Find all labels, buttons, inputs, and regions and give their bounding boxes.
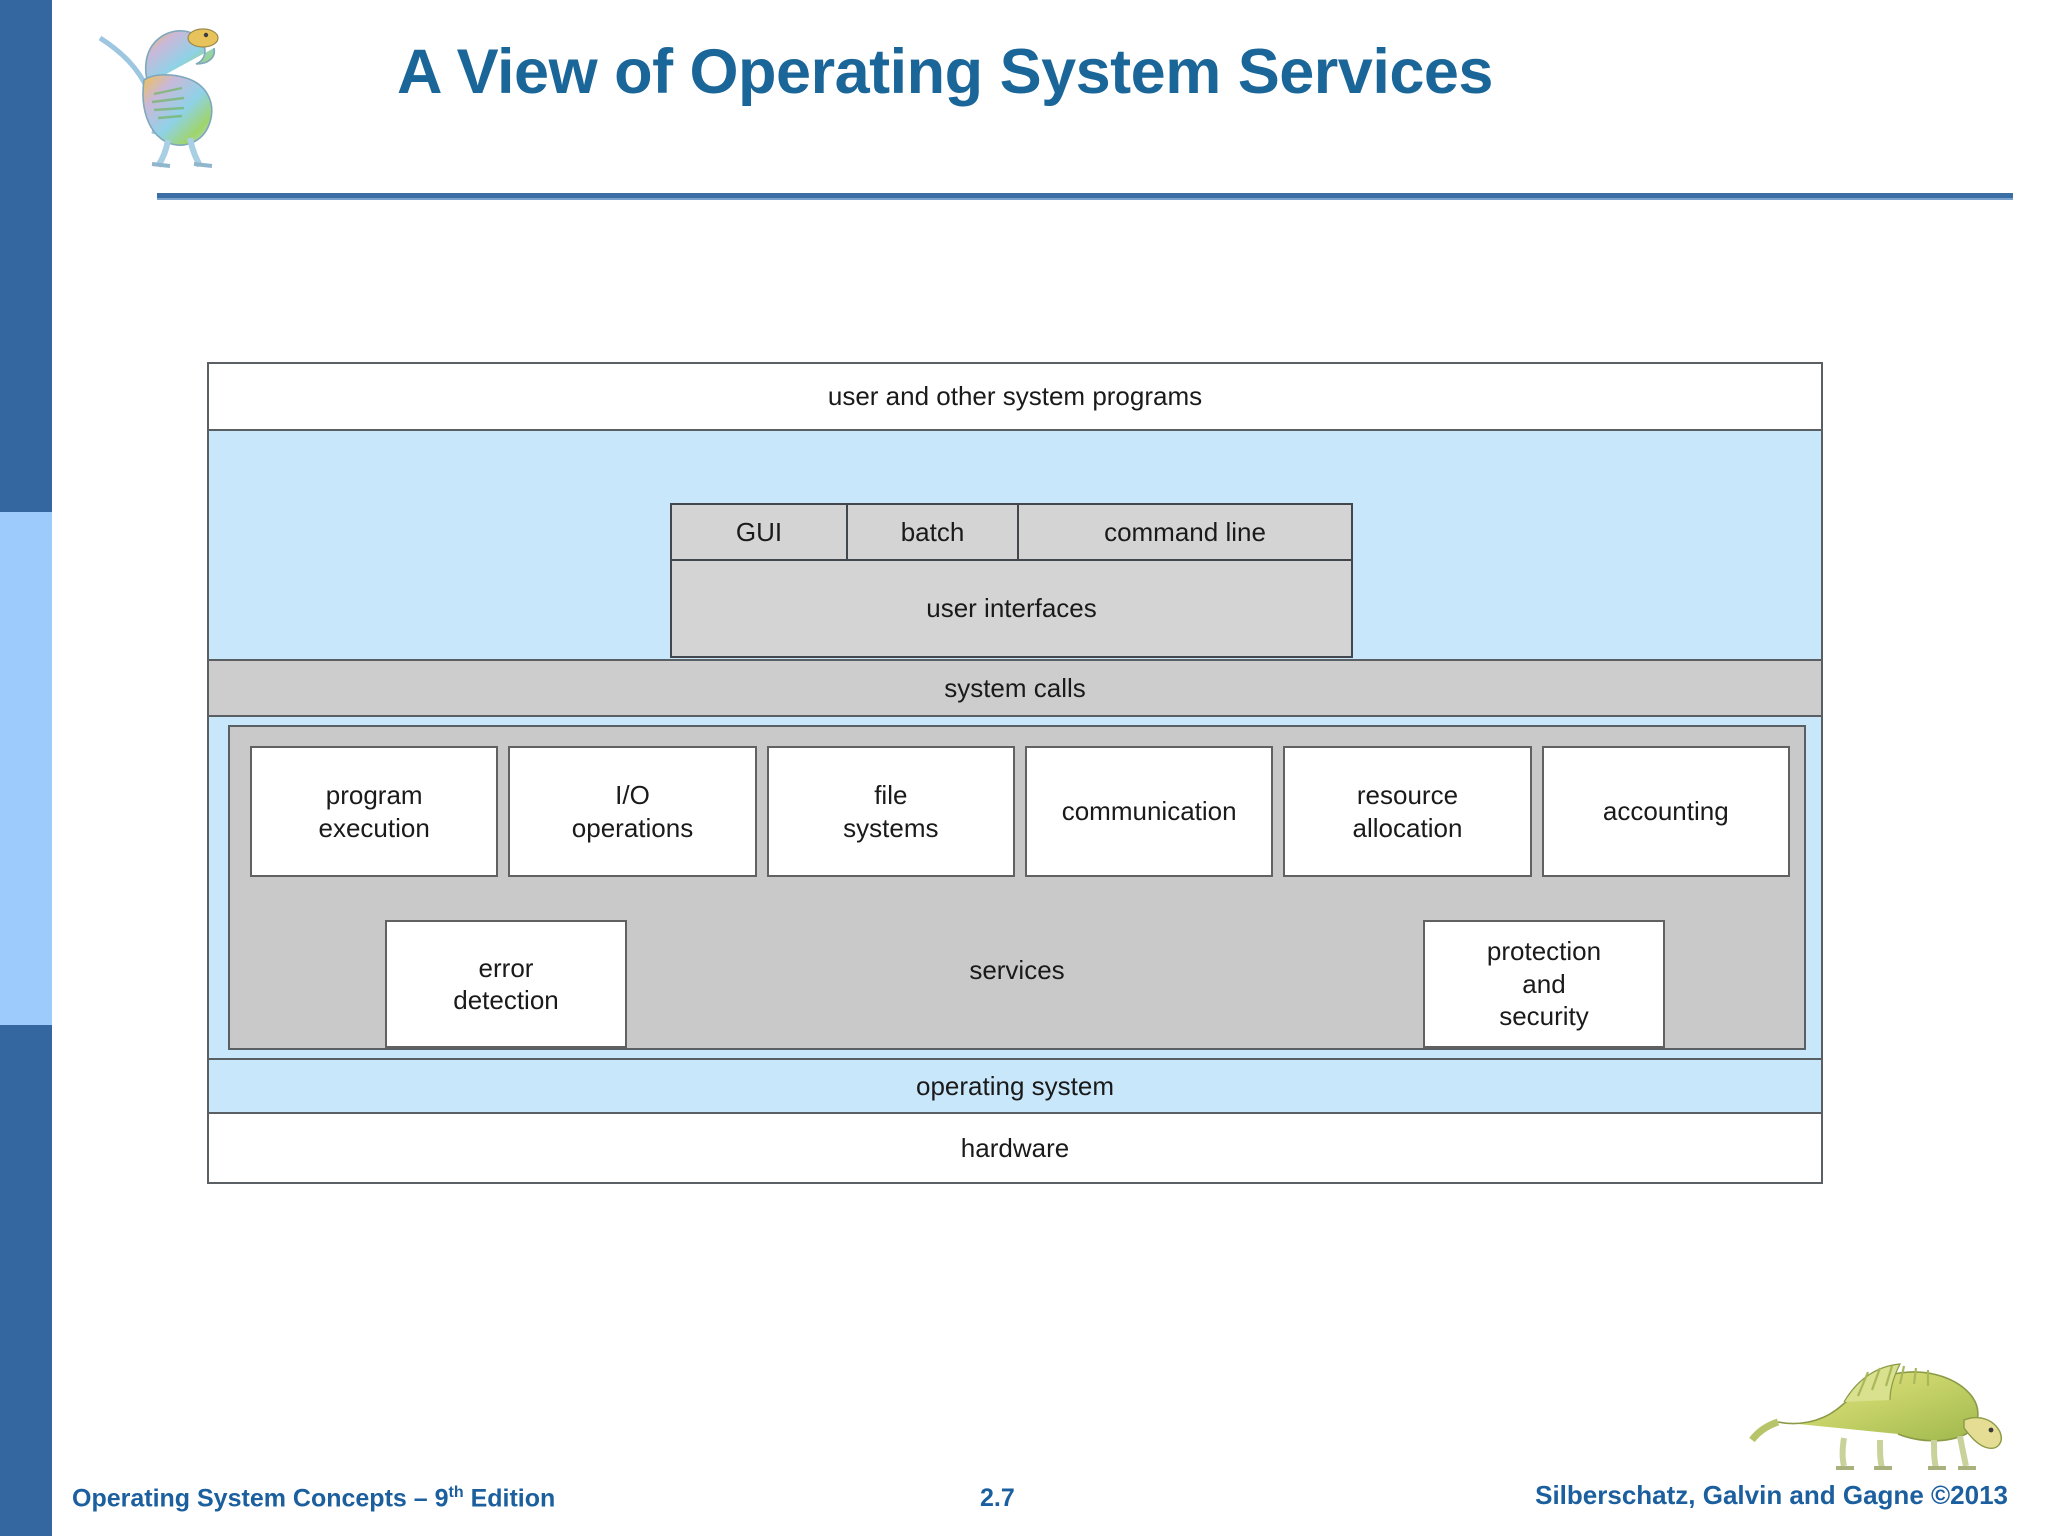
- ui-mode-gui-label: GUI: [735, 516, 783, 547]
- sidebar-segment-middle: [0, 512, 52, 1025]
- service-protection-line3: security: [1499, 1001, 1589, 1032]
- layer-user-programs: user and other system programs: [209, 364, 1821, 429]
- service-program-execution: program execution: [250, 746, 499, 877]
- sidebar-segment-top: [0, 0, 52, 512]
- user-interfaces-modes-row: GUI batch command line: [670, 503, 1353, 561]
- dinosaur-icon: [98, 28, 219, 168]
- user-interfaces-label: user interfaces: [926, 593, 1097, 623]
- service-resource-allocation-line1: resource: [1356, 780, 1459, 810]
- slide-footer: Operating System Concepts – 9th Edition …: [0, 1363, 2048, 1536]
- service-file-systems: file systems: [766, 746, 1015, 877]
- service-program-execution-line2: execution: [318, 812, 430, 843]
- service-error-detection: error detection: [385, 920, 627, 1048]
- service-io-operations: I/O operations: [508, 746, 757, 877]
- ui-mode-command-line: command line: [1019, 505, 1351, 559]
- dinosaur-icon: [1749, 1363, 2002, 1470]
- footer-copyright: Silberschatz, Galvin and Gagne ©2013: [1535, 1480, 2008, 1510]
- layer-hardware: hardware: [209, 1114, 1821, 1182]
- services-row: program execution I/O operations file sy…: [250, 746, 1790, 877]
- layer-user-programs-label: user and other system programs: [827, 381, 1203, 411]
- layer-operating-system-label: operating system: [916, 1070, 1114, 1101]
- footer-edition-suffix: Edition: [463, 1484, 556, 1513]
- footer-edition: Operating System Concepts – 9th Edition: [72, 1484, 555, 1513]
- user-interfaces-cluster: GUI batch command line user interfaces: [670, 503, 1353, 658]
- ui-mode-gui: GUI: [672, 505, 848, 559]
- layer-system-calls: system calls: [209, 661, 1821, 717]
- service-file-systems-line2: systems: [843, 812, 939, 843]
- service-accounting-line1: accounting: [1602, 796, 1729, 827]
- ui-mode-command-line-label: command line: [1104, 516, 1266, 547]
- service-resource-allocation-line2: allocation: [1352, 812, 1463, 843]
- ui-mode-batch-label: batch: [900, 516, 965, 547]
- layer-hardware-label: hardware: [960, 1132, 1070, 1163]
- services-container: program execution I/O operations file sy…: [228, 725, 1806, 1050]
- page-title: A View of Operating System Services: [397, 37, 1493, 107]
- service-io-operations-line2: operations: [571, 812, 694, 843]
- layer-user-interfaces-area: GUI batch command line user interfaces: [209, 429, 1821, 661]
- layer-os-services-area: program execution I/O operations file sy…: [209, 717, 1821, 1058]
- service-file-systems-line1: file: [874, 780, 908, 810]
- footer-edition-sup: th: [448, 1484, 464, 1501]
- footer-page-number: 2.7: [980, 1484, 1015, 1512]
- service-io-operations-line1: I/O: [615, 780, 650, 810]
- user-interfaces-box: user interfaces: [670, 561, 1353, 658]
- service-communication: communication: [1024, 746, 1274, 877]
- os-services-diagram: user and other system programs GUI batch…: [207, 362, 1823, 1184]
- service-communication-line1: communication: [1061, 796, 1237, 827]
- services-label: services: [969, 955, 1065, 985]
- decorative-sidebar: [0, 0, 52, 1536]
- service-protection-line1: protection: [1486, 936, 1602, 967]
- service-resource-allocation: resource allocation: [1283, 746, 1532, 877]
- service-protection-and-security: protection and security: [1423, 920, 1665, 1048]
- slide-header: A View of Operating System Services: [52, 0, 2048, 205]
- service-error-detection-line2: detection: [453, 985, 559, 1015]
- title-divider: [157, 193, 2013, 200]
- service-protection-line2: and: [1522, 968, 1566, 999]
- layer-system-calls-label: system calls: [944, 672, 1086, 703]
- ui-mode-batch: batch: [848, 505, 1019, 559]
- service-program-execution-line1: program: [325, 780, 423, 810]
- footer-edition-prefix: Operating System Concepts – 9: [72, 1484, 449, 1513]
- service-accounting: accounting: [1541, 746, 1790, 877]
- service-error-detection-line1: error: [478, 952, 534, 983]
- layer-operating-system: operating system: [209, 1058, 1821, 1114]
- sidebar-segment-bottom: [0, 1025, 52, 1536]
